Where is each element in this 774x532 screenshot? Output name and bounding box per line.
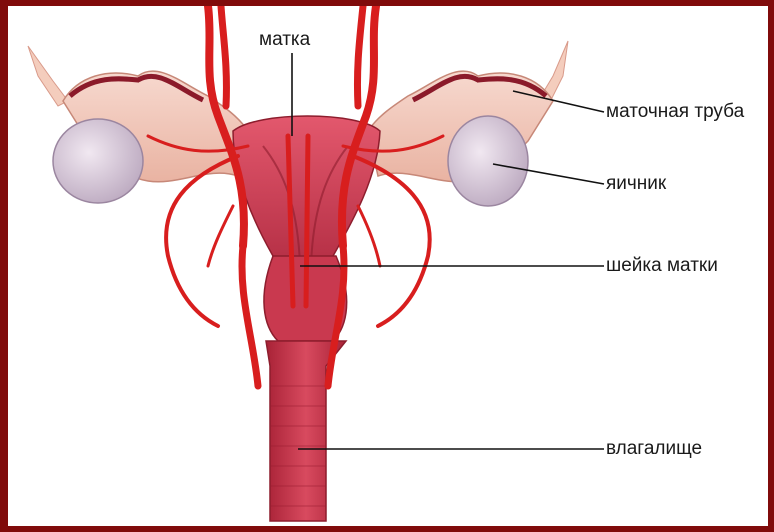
vagina <box>266 341 346 521</box>
label-cervix: шейка матки <box>606 256 718 275</box>
diagram-canvas: матка маточная труба яичник шейка матки … <box>8 6 768 526</box>
label-fallopian-tube: маточная труба <box>606 102 744 121</box>
label-ovary: яичник <box>606 174 666 193</box>
label-uterus: матка <box>259 30 310 49</box>
right-ovary <box>448 116 528 206</box>
label-vagina: влагалище <box>606 439 702 458</box>
left-ovary <box>53 119 143 203</box>
